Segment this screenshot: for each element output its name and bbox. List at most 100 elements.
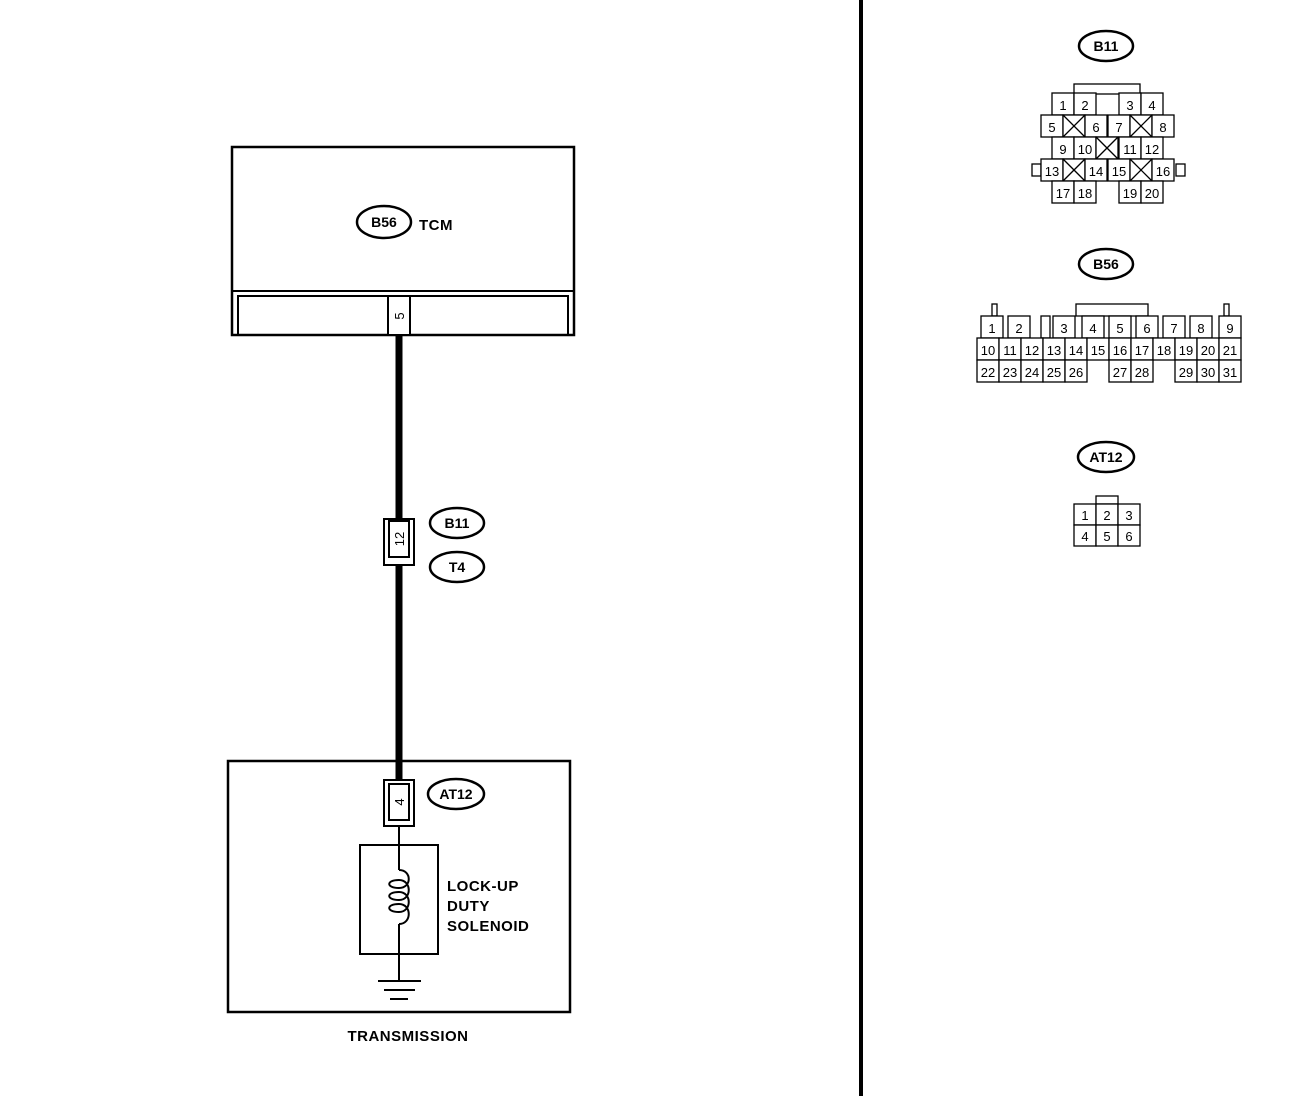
joint-pin-number: 12: [392, 532, 407, 546]
b56-pin-label: 27: [1113, 365, 1127, 380]
b11-cavity: [1140, 180, 1164, 204]
b11-cavity: [1073, 180, 1097, 204]
transmission-box: [226, 759, 572, 1014]
b56-pin-label: 9: [1226, 321, 1233, 336]
b11-pin-label: 9: [1059, 142, 1066, 157]
b56-pin-label: 16: [1113, 343, 1127, 358]
b56-pin-label: 14: [1069, 343, 1083, 358]
b56-pin-label: 21: [1223, 343, 1237, 358]
b56-pin-label: 22: [981, 365, 995, 380]
tcm-pin-number: 5: [392, 312, 407, 319]
solenoid-coil-icon: [388, 869, 410, 925]
solenoid-label-line-3: SOLENOID: [447, 918, 529, 935]
at12-pin-label: 2: [1103, 508, 1110, 523]
b56-pin-label: 19: [1179, 343, 1193, 358]
b11-pin-label: 6: [1092, 120, 1099, 135]
transmission-unit: 4 AT12 LOCK-UP DUTY SOLENOID TRANSMISSIO…: [226, 759, 572, 1045]
b11-view-title: B11: [1094, 38, 1119, 54]
b56-pin-label: 8: [1197, 321, 1204, 336]
b11-pin-label: 7: [1115, 120, 1122, 135]
at12-connector-id: AT12: [439, 786, 472, 802]
b56-pin-label: 17: [1135, 343, 1149, 358]
b56-cavity: [1064, 359, 1088, 383]
b56-pin-label: 7: [1170, 321, 1177, 336]
b56-pin-label: 11: [1003, 343, 1017, 358]
b11-pin-label: 15: [1112, 164, 1126, 179]
b11-pin-label: 2: [1081, 98, 1088, 113]
at12-cavity: [1117, 524, 1141, 547]
joint-badge-upper: [428, 506, 486, 540]
tcm-label: TCM: [419, 217, 453, 234]
ground-icon: [378, 980, 421, 1000]
at12-pin-label: 4: [1081, 529, 1088, 544]
b56-pin-label: 5: [1116, 321, 1123, 336]
at12-view-title: AT12: [1089, 449, 1122, 465]
b56-pin-label: 25: [1047, 365, 1061, 380]
b56-view-badge: [1077, 247, 1135, 281]
b11-pin-label: 14: [1089, 164, 1103, 179]
b11-pin-label: 3: [1126, 98, 1133, 113]
joint-pin-cell: [388, 520, 410, 558]
b11-pin-label: 12: [1145, 142, 1159, 157]
b56-pin-label: 13: [1047, 343, 1061, 358]
b56-pin-label: 1: [988, 321, 995, 336]
b56-pin-label: 6: [1143, 321, 1150, 336]
solenoid-label-line-1: LOCK-UP: [447, 878, 519, 895]
b11-pin-label: 13: [1045, 164, 1059, 179]
at12-pin-label: 6: [1125, 529, 1132, 544]
b56-view-title: B56: [1093, 256, 1119, 272]
b56-pin-label: 29: [1179, 365, 1193, 380]
b11-pin-label: 1: [1059, 98, 1066, 113]
b56-pin-label: 3: [1060, 321, 1067, 336]
b11-view-badge: [1077, 29, 1135, 63]
b56-pin-label: 23: [1003, 365, 1017, 380]
at12-pin-label: 3: [1125, 508, 1132, 523]
tcm-connector-badge: [355, 204, 413, 240]
solenoid-label-line-2: DUTY: [447, 898, 490, 915]
b56-pin-label: 12: [1025, 343, 1039, 358]
b11-pin-label: 19: [1123, 186, 1137, 201]
b56-pin-label: 18: [1157, 343, 1171, 358]
at12-pin-label: 1: [1081, 508, 1088, 523]
b11-pin-label: 5: [1048, 120, 1055, 135]
b56-pin-label: 2: [1015, 321, 1022, 336]
b11-pin-label: 20: [1145, 186, 1159, 201]
b56-cavity: [1218, 359, 1242, 383]
b56-pin-label: 31: [1223, 365, 1237, 380]
joint-connector-upper: B11: [445, 515, 470, 531]
at12-badge: [426, 777, 486, 811]
b11-pin-label: 4: [1148, 98, 1155, 113]
at12-pin-label: 5: [1103, 529, 1110, 544]
joint-connector: 12 B11 T4: [383, 506, 486, 584]
b56-cavity: [1130, 359, 1154, 383]
b56-pin-label: 26: [1069, 365, 1083, 380]
b56-pin-label: 20: [1201, 343, 1215, 358]
tcm-unit: 5 B56 TCM: [230, 145, 576, 337]
b56-pin-label: 28: [1135, 365, 1149, 380]
b56-pin-label: 24: [1025, 365, 1039, 380]
transmission-label: TRANSMISSION: [347, 1028, 468, 1045]
at12-view-badge: [1076, 440, 1136, 474]
joint-connector-lower: T4: [449, 559, 466, 575]
b11-pin-label: 16: [1156, 164, 1170, 179]
b56-pin-label: 10: [981, 343, 995, 358]
b11-pin-label: 11: [1123, 142, 1137, 157]
tcm-connector-id: B56: [371, 214, 397, 230]
b56-pin-label: 15: [1091, 343, 1105, 358]
b56-pin-label: 30: [1201, 365, 1215, 380]
b56-pin-label: 4: [1089, 321, 1096, 336]
at12-pin-cell: [388, 783, 410, 821]
b11-pin-label: 18: [1078, 186, 1092, 201]
b11-pin-label: 10: [1078, 142, 1092, 157]
b11-pin-label: 8: [1159, 120, 1166, 135]
b11-pin-label: 17: [1056, 186, 1070, 201]
joint-badge-lower: [428, 550, 486, 584]
at12-pin-number: 4: [392, 798, 407, 805]
